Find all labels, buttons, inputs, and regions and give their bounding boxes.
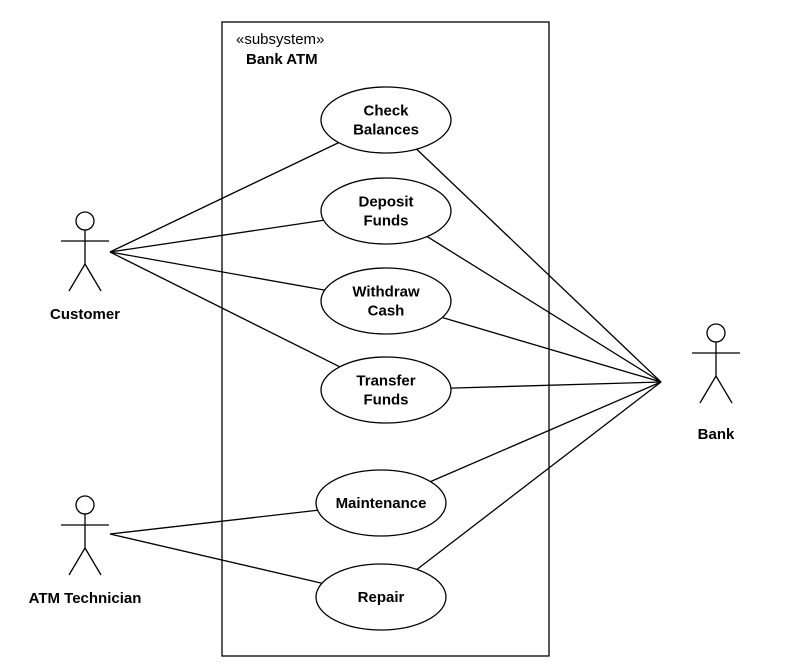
use-case-label: Transfer [356, 373, 415, 390]
association-customer-transfer [109, 251, 340, 368]
association-bank-withdraw [442, 316, 662, 383]
association-bank-check [416, 148, 662, 383]
actor-right-leg [715, 375, 733, 404]
use-case-label: Funds [364, 392, 409, 409]
use-cases-layer: CheckBalancesDepositFundsWithdrawCashTra… [315, 86, 452, 631]
use-case-label: Funds [364, 213, 409, 230]
use-case-label: Repair [358, 589, 405, 606]
actor-right-leg [84, 263, 102, 292]
actor-label: Bank [698, 426, 735, 443]
use-case-label: Deposit [358, 194, 413, 211]
use-case-maintenance: Maintenance [315, 469, 447, 537]
association-technician-repair [109, 533, 323, 584]
association-customer-deposit [109, 219, 324, 253]
actor-left-leg [699, 375, 717, 404]
use-case-label: Cash [368, 303, 405, 320]
system-title: Bank ATM [246, 51, 318, 68]
association-technician-maintenance [109, 509, 318, 535]
actor-customer: Customer [50, 211, 120, 323]
actor-head-icon [706, 323, 726, 343]
use-case-ellipse [320, 177, 452, 245]
association-customer-withdraw [109, 251, 325, 291]
use-case-label: Check [363, 103, 409, 120]
use-case-ellipse [320, 86, 452, 154]
use-case-label: Withdraw [352, 284, 420, 301]
actor-technician: ATM Technician [29, 495, 142, 607]
use-case-ellipse [315, 469, 447, 537]
use-case-ellipse [320, 356, 452, 424]
actor-bank: Bank [692, 323, 740, 443]
associations-layer [109, 142, 662, 584]
association-bank-repair [416, 381, 662, 570]
use-case-repair: Repair [315, 563, 447, 631]
association-customer-check [109, 142, 339, 253]
association-bank-maintenance [430, 381, 662, 483]
actor-right-leg [84, 547, 102, 576]
use-case-ellipse [315, 563, 447, 631]
use-case-ellipse [320, 267, 452, 335]
actor-head-icon [75, 211, 95, 231]
actor-label: ATM Technician [29, 590, 142, 607]
actor-head-icon [75, 495, 95, 515]
system-boundary [221, 21, 550, 657]
actor-left-leg [68, 547, 86, 576]
association-bank-deposit [426, 236, 662, 383]
use-case-label: Balances [353, 122, 419, 139]
use-case-label: Maintenance [336, 495, 427, 512]
association-bank-transfer [450, 381, 662, 389]
actor-left-leg [68, 263, 86, 292]
actor-label: Customer [50, 306, 120, 323]
system-stereotype: «subsystem» [236, 31, 324, 48]
